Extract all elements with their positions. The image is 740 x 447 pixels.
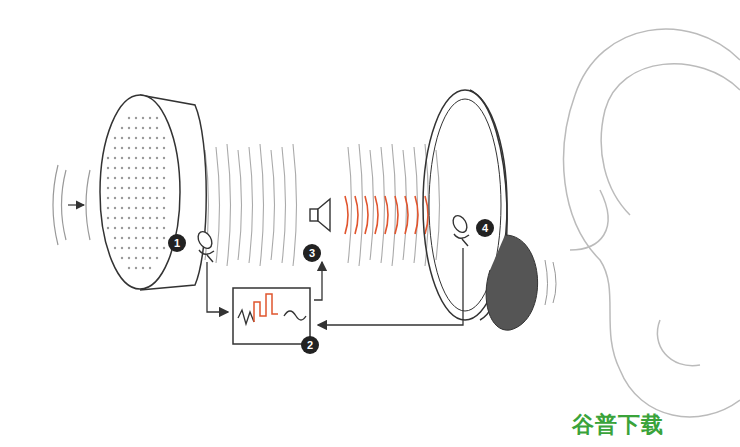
- anti-noise-waves: [345, 196, 428, 234]
- wave-arc: [260, 144, 264, 266]
- wave-arc: [375, 196, 378, 234]
- processor: [233, 288, 310, 344]
- wave-arc: [425, 196, 428, 234]
- outer-earcup: [100, 95, 206, 290]
- ear-outline: [564, 29, 740, 417]
- wave-arc: [403, 150, 407, 260]
- callout-number: 1: [168, 234, 186, 252]
- wave-arc: [348, 147, 352, 263]
- wave-arc: [227, 144, 231, 266]
- watermark: 谷普下载: [572, 410, 664, 440]
- speaker: [310, 199, 330, 231]
- wave-arc: [392, 144, 396, 266]
- wave-arc: [359, 144, 363, 266]
- wave-arc: [216, 147, 220, 263]
- wave-arc: [293, 144, 297, 266]
- wave-arc: [381, 147, 385, 263]
- wave-arc: [355, 196, 358, 234]
- callout-number: 2: [301, 336, 319, 354]
- callout-number: 3: [303, 244, 321, 262]
- wave-arc: [415, 196, 418, 234]
- wave-arc: [370, 150, 374, 260]
- inner-earpiece: [423, 90, 556, 330]
- wave-arc: [238, 150, 242, 260]
- wave-arc: [249, 147, 253, 263]
- wave-arc: [395, 196, 398, 234]
- wave-arc: [271, 150, 275, 260]
- incoming-sound: [53, 165, 90, 245]
- microphone: [450, 213, 469, 246]
- wave-arc: [436, 150, 440, 260]
- callout-number: 4: [476, 219, 494, 237]
- microphone: [195, 229, 214, 262]
- wave-arc: [365, 196, 368, 234]
- wave-arc: [385, 196, 388, 234]
- wave-arc: [414, 147, 418, 263]
- wave-arc: [405, 196, 408, 234]
- signal-wires: [207, 248, 463, 325]
- sound-waves: [205, 144, 440, 266]
- wave-arc: [282, 147, 286, 263]
- wave-arc: [345, 196, 348, 234]
